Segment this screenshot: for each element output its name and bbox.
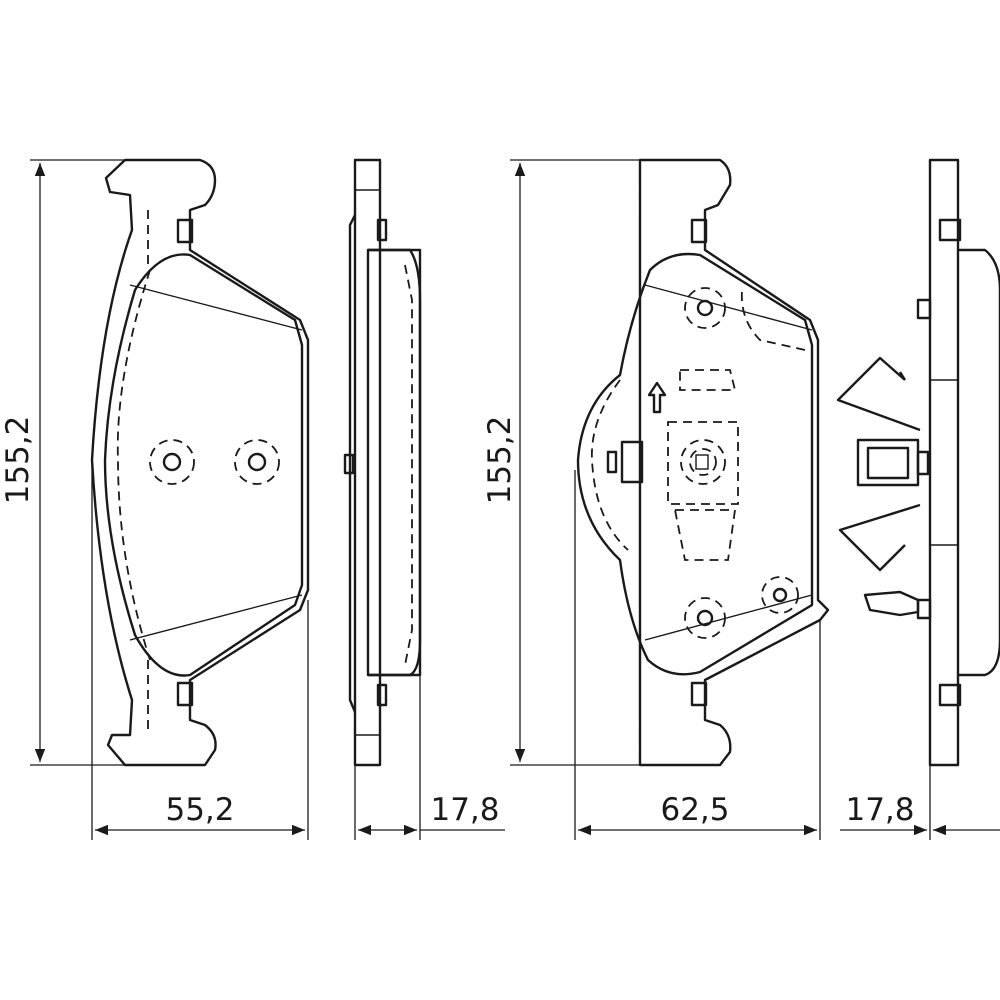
pad-b-front-view (576, 158, 830, 767)
clip-icon (176, 218, 194, 244)
pad-b-thickness-label: 17,8 (845, 792, 914, 828)
pad-b-side-view (836, 158, 1000, 767)
pad-a-front-view (90, 158, 310, 767)
direction-arrow-icon (647, 381, 667, 414)
pad-a-height-label: 155,2 (0, 416, 36, 505)
pad-a-thickness-label: 17,8 (430, 792, 499, 828)
pad-b-width-label: 62,5 (660, 792, 729, 828)
dimension-lines (30, 159, 1000, 840)
pad-a-side-view (343, 158, 422, 767)
pad-a-width-label: 55,2 (165, 792, 234, 828)
pad-b-height-label: 155,2 (482, 416, 518, 505)
spring-clip-icon (836, 356, 921, 432)
